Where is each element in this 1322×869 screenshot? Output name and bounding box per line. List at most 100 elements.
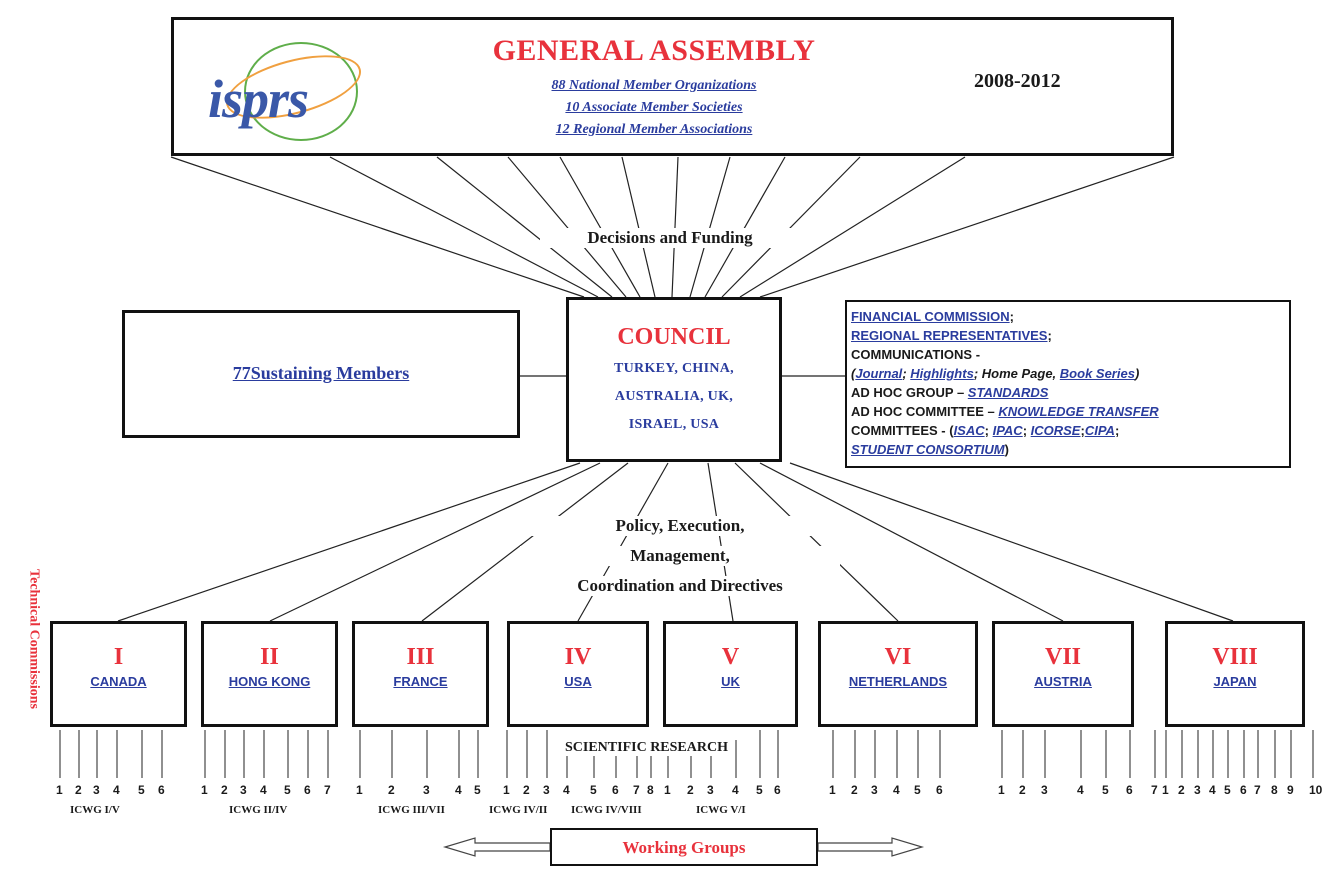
working-group-number: 4 bbox=[563, 783, 570, 797]
commission-number: I bbox=[113, 644, 124, 670]
assembly-connector bbox=[170, 156, 585, 298]
working-group-number: 4 bbox=[113, 783, 120, 797]
working-group-number: 4 bbox=[1209, 783, 1216, 797]
ga-link-national-members[interactable]: 88 National Member Organizations bbox=[551, 78, 757, 93]
commission-country-link[interactable]: USA bbox=[564, 674, 592, 689]
working-group-number: 2 bbox=[221, 783, 228, 797]
working-group-number: 7 bbox=[1254, 783, 1261, 797]
commission-country-link[interactable]: AUSTRIA bbox=[1034, 674, 1092, 689]
ga-link-regional-members[interactable]: 12 Regional Member Associations bbox=[555, 122, 753, 137]
council-commission-connector bbox=[577, 462, 669, 622]
assembly-connector bbox=[559, 156, 641, 298]
working-group-number: 6 bbox=[158, 783, 165, 797]
assembly-connector bbox=[689, 156, 731, 298]
working-group-number: 3 bbox=[240, 783, 247, 797]
working-group-number: 5 bbox=[1102, 783, 1109, 797]
working-group-number: 2 bbox=[851, 783, 858, 797]
cipa-link[interactable]: CIPA bbox=[1084, 423, 1115, 438]
working-group-number: 5 bbox=[474, 783, 481, 797]
commission-number: VIII bbox=[1212, 644, 1258, 670]
logo-ring-green bbox=[244, 42, 358, 141]
council-commission-connector bbox=[269, 462, 601, 622]
working-group-number: 4 bbox=[455, 783, 462, 797]
commission-box-iii: III FRANCE bbox=[352, 621, 489, 727]
working-group-number: 8 bbox=[647, 783, 654, 797]
working-group-number: 6 bbox=[304, 783, 311, 797]
regional-representatives-link[interactable]: REGIONAL REPRESENTATIVES bbox=[851, 328, 1048, 343]
working-group-number: 5 bbox=[590, 783, 597, 797]
working-group-number: 5 bbox=[914, 783, 921, 797]
council-title: COUNCIL bbox=[617, 324, 731, 350]
council-commission-connector bbox=[707, 462, 734, 622]
working-group-number: 1 bbox=[1162, 783, 1169, 797]
policy-label-line-1: Policy, Execution, bbox=[520, 516, 840, 536]
journal-link[interactable]: Journal bbox=[855, 366, 903, 381]
working-group-number: 6 bbox=[612, 783, 619, 797]
working-group-number: 1 bbox=[998, 783, 1005, 797]
commission-box-viii: VIII JAPAN bbox=[1165, 621, 1305, 727]
ipac-link[interactable]: IPAC bbox=[992, 423, 1023, 438]
working-group-number: 1 bbox=[664, 783, 671, 797]
general-assembly-title: GENERAL ASSEMBLY bbox=[492, 34, 816, 67]
working-group-number: 3 bbox=[707, 783, 714, 797]
assembly-connector bbox=[704, 156, 786, 298]
assembly-connector bbox=[507, 156, 627, 298]
left-arrow-icon bbox=[442, 837, 551, 857]
standards-link[interactable]: STANDARDS bbox=[967, 385, 1049, 400]
financial-commission-link[interactable]: FINANCIAL COMMISSION bbox=[851, 309, 1010, 324]
decisions-funding-label: Decisions and Funding bbox=[540, 228, 800, 248]
sustaining-members-box: 77Sustaining Members bbox=[122, 310, 520, 438]
working-group-number: 3 bbox=[423, 783, 430, 797]
commission-country-link[interactable]: CANADA bbox=[90, 674, 147, 689]
working-group-number: 3 bbox=[871, 783, 878, 797]
commission-number: VII bbox=[1044, 644, 1081, 670]
commission-country-link[interactable]: HONG KONG bbox=[228, 674, 311, 689]
working-group-number: 6 bbox=[1240, 783, 1247, 797]
assembly-connector bbox=[329, 156, 599, 298]
commission-number: VI bbox=[884, 644, 912, 670]
policy-label-line-2: Management, bbox=[520, 546, 840, 566]
knowledge-transfer-link[interactable]: KNOWLEDGE TRANSFER bbox=[998, 404, 1159, 419]
ga-link-associate-members[interactable]: 10 Associate Member Societies bbox=[565, 100, 743, 115]
working-group-number: 5 bbox=[138, 783, 145, 797]
communications-label: COMMUNICATIONS - bbox=[851, 347, 981, 362]
commission-country-link[interactable]: NETHERLANDS bbox=[848, 674, 948, 689]
council-members-line-1: TURKEY, CHINA, bbox=[614, 361, 734, 376]
isac-link[interactable]: ISAC bbox=[953, 423, 985, 438]
assembly-connector bbox=[436, 156, 613, 298]
commission-country-link[interactable]: UK bbox=[721, 674, 740, 689]
assembly-connector bbox=[759, 156, 1175, 298]
adhoc-committee-label: AD HOC COMMITTEE bbox=[851, 404, 984, 419]
policy-label-line-3: Coordination and Directives bbox=[520, 576, 840, 596]
council-commission-connector bbox=[117, 462, 581, 622]
right-arrow-icon bbox=[817, 837, 925, 857]
working-group-number: 6 bbox=[1126, 783, 1133, 797]
icorse-link[interactable]: ICORSE bbox=[1030, 423, 1081, 438]
working-groups-box: Working Groups bbox=[550, 828, 818, 866]
icwg-label: ICWG I/V bbox=[70, 804, 120, 816]
working-group-number: 4 bbox=[260, 783, 267, 797]
council-commission-connector bbox=[759, 462, 1064, 622]
working-group-number: 4 bbox=[893, 783, 900, 797]
commission-box-v: V UK bbox=[663, 621, 798, 727]
icwg-label: ICWG V/I bbox=[696, 804, 746, 816]
student-consortium-link[interactable]: STUDENT CONSORTIUM bbox=[851, 442, 1005, 457]
council-members-line-3: ISRAEL, USA bbox=[628, 417, 720, 432]
assembly-connector bbox=[621, 156, 656, 298]
general-assembly-box: isprs GENERAL ASSEMBLY 88 National Membe… bbox=[171, 17, 1174, 156]
working-group-number: 2 bbox=[1178, 783, 1185, 797]
commission-country-link[interactable]: FRANCE bbox=[393, 674, 448, 689]
commission-number: II bbox=[260, 644, 279, 670]
council-commission-connector bbox=[789, 462, 1234, 622]
working-group-number: 6 bbox=[936, 783, 943, 797]
period-label: 2008-2012 bbox=[974, 70, 1061, 92]
sustaining-members-link[interactable]: 77Sustaining Members bbox=[232, 363, 410, 383]
book-series-link[interactable]: Book Series bbox=[1059, 366, 1135, 381]
working-group-number: 3 bbox=[93, 783, 100, 797]
commission-country-link[interactable]: JAPAN bbox=[1213, 674, 1257, 689]
working-group-number: 3 bbox=[543, 783, 550, 797]
council-commission-connector bbox=[421, 462, 629, 622]
highlights-link[interactable]: Highlights bbox=[910, 366, 974, 381]
working-group-number: 1 bbox=[356, 783, 363, 797]
